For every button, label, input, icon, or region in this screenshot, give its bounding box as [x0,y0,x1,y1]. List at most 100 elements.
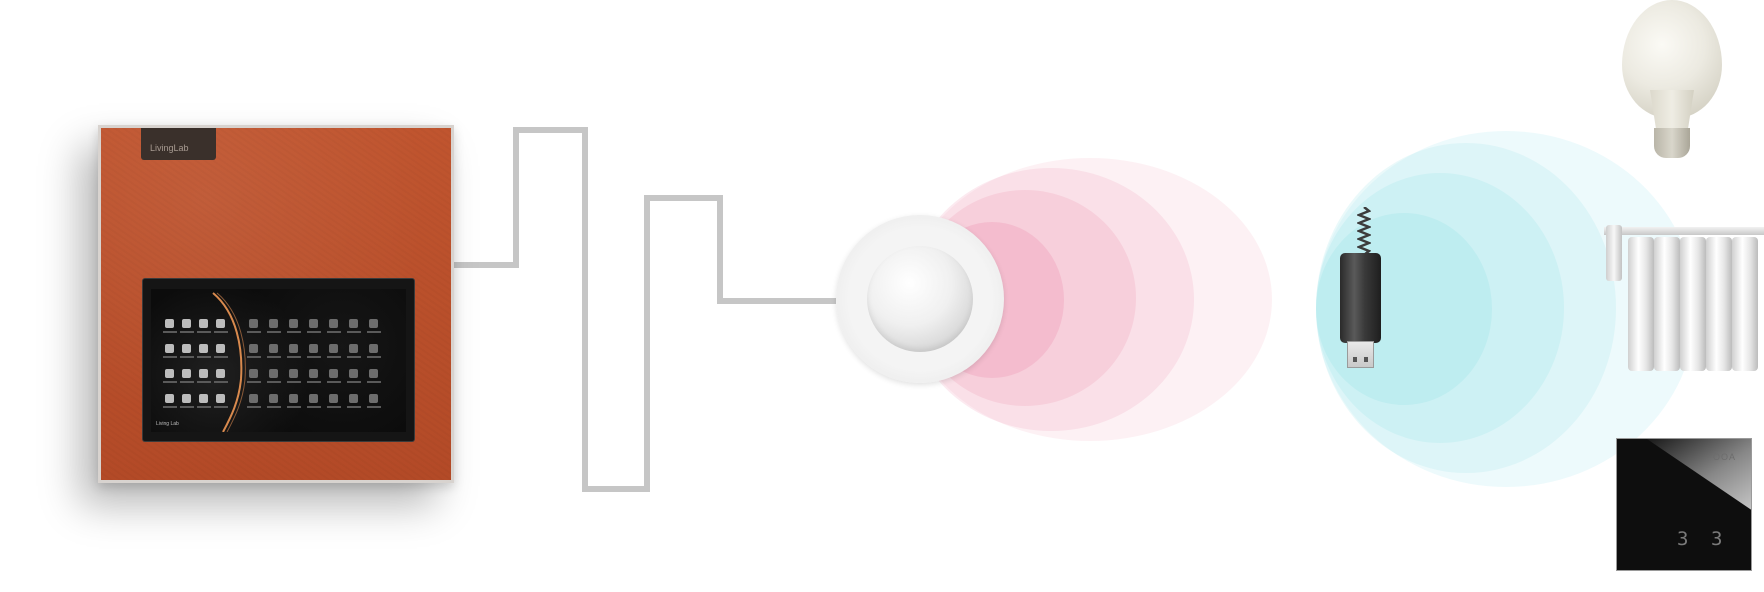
app-tile[interactable] [269,344,278,353]
app-tile[interactable] [199,369,208,378]
thermostat-digit-left: 3 [1677,528,1689,550]
app-tile[interactable] [269,394,278,403]
app-tile[interactable] [199,394,208,403]
app-tile[interactable] [216,319,225,328]
thermostat-brand: OOA [1713,452,1737,462]
app-tile[interactable] [249,319,258,328]
screen-footer: Living Lab [156,421,179,427]
app-tile-caption [180,381,194,383]
app-tile-caption [347,356,361,358]
app-tile[interactable] [329,394,338,403]
app-tile[interactable] [182,344,191,353]
app-tile[interactable] [269,319,278,328]
app-tile[interactable] [309,394,318,403]
panel-brand-logo: LivingLab [150,143,189,153]
app-tile-caption [197,356,211,358]
app-tile-caption [247,406,261,408]
app-tile[interactable] [182,394,191,403]
app-tile[interactable] [216,369,225,378]
app-tile[interactable] [216,394,225,403]
app-tile[interactable] [369,344,378,353]
app-tile-caption [307,356,321,358]
app-tile-caption [163,406,177,408]
app-tile-caption [287,381,301,383]
app-tile[interactable] [369,394,378,403]
app-tile-caption [247,356,261,358]
app-tile-caption [180,356,194,358]
app-tile-caption [367,331,381,333]
app-tile-caption [347,381,361,383]
app-tile-caption [180,331,194,333]
app-tile[interactable] [309,344,318,353]
app-tile-caption [163,331,177,333]
screen-accent-curve [212,292,246,432]
app-tile-caption [247,381,261,383]
app-tile-caption [327,381,341,383]
thermostat-digit-right: 3 [1711,528,1723,550]
app-tile-caption [197,381,211,383]
app-tile[interactable] [249,344,258,353]
light-bulb-base [1654,128,1690,158]
app-tile[interactable] [199,344,208,353]
app-tile[interactable] [216,344,225,353]
app-tile[interactable] [349,394,358,403]
app-tile[interactable] [349,369,358,378]
screen-status-bar [151,289,406,295]
app-tile-caption [287,356,301,358]
app-tile[interactable] [249,369,258,378]
app-tile[interactable] [165,369,174,378]
app-tile-caption [197,406,211,408]
app-tile[interactable] [309,369,318,378]
app-tile[interactable] [289,319,298,328]
app-tile[interactable] [182,319,191,328]
app-tile-caption [267,331,281,333]
app-tile[interactable] [369,319,378,328]
usb-connector [1347,341,1374,368]
app-tile-caption [214,331,228,333]
app-tile[interactable] [329,369,338,378]
app-tile-caption [327,356,341,358]
thermostat-gloss [1647,439,1751,510]
app-tile[interactable] [349,344,358,353]
app-tile-caption [180,406,194,408]
app-tile-caption [367,381,381,383]
app-tile[interactable] [249,394,258,403]
app-tile[interactable] [329,344,338,353]
app-tile-caption [307,381,321,383]
app-tile-caption [367,406,381,408]
app-tile[interactable] [165,394,174,403]
app-tile-caption [267,356,281,358]
app-tile[interactable] [182,369,191,378]
app-tile-caption [307,331,321,333]
app-tile[interactable] [329,319,338,328]
thermostat-device: OOA 3 3 [1616,438,1752,571]
app-tile[interactable] [289,369,298,378]
touchscreen-display: Living Lab [151,289,406,432]
antenna-coil [1357,207,1371,255]
app-tile-caption [307,406,321,408]
app-tile[interactable] [369,369,378,378]
app-tile-caption [347,331,361,333]
app-tile-caption [247,331,261,333]
app-tile[interactable] [165,344,174,353]
app-tile[interactable] [269,369,278,378]
app-tile-caption [214,406,228,408]
app-tile[interactable] [199,319,208,328]
app-tile[interactable] [165,319,174,328]
app-tile[interactable] [289,394,298,403]
transmitter-dome [867,246,973,352]
app-tile-caption [287,406,301,408]
app-tile-caption [347,406,361,408]
app-tile-caption [197,331,211,333]
app-tile[interactable] [309,319,318,328]
app-tile-caption [214,356,228,358]
app-tile[interactable] [289,344,298,353]
app-tile-caption [163,356,177,358]
app-tile-caption [287,331,301,333]
usb-dongle [1340,253,1381,343]
app-tile-caption [327,331,341,333]
app-tile-caption [327,406,341,408]
app-tile-caption [367,356,381,358]
app-tile[interactable] [349,319,358,328]
